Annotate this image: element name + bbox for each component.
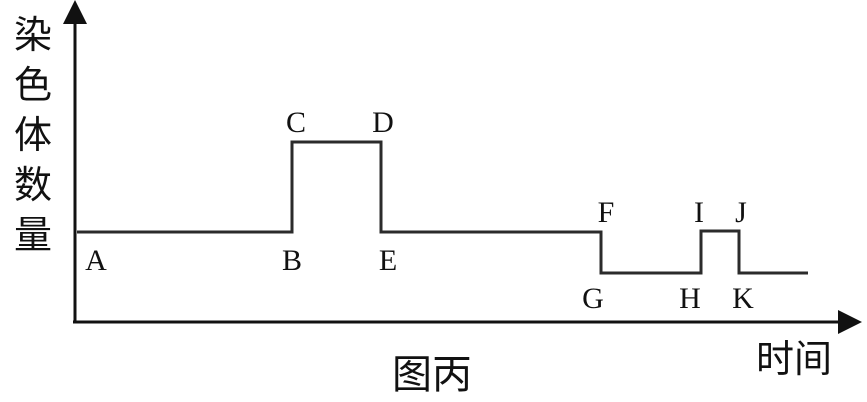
x-axis-label: 时间 bbox=[756, 337, 832, 381]
y-axis-label-char: 体 bbox=[14, 113, 52, 157]
point-label-f: F bbox=[598, 196, 615, 229]
y-axis-label-char: 量 bbox=[14, 213, 52, 257]
y-axis-label-char: 数 bbox=[14, 163, 52, 207]
point-label-d: D bbox=[372, 106, 394, 139]
y-axis-label-char: 染 bbox=[14, 13, 52, 57]
point-label-c: C bbox=[286, 106, 306, 139]
point-label-i: I bbox=[694, 196, 704, 229]
point-label-j: J bbox=[735, 196, 747, 229]
point-label-g: G bbox=[582, 282, 604, 315]
point-label-e: E bbox=[379, 244, 397, 277]
point-label-b: B bbox=[282, 244, 302, 277]
chromosome-step-curve bbox=[77, 140, 808, 275]
figure-caption: 图丙 bbox=[392, 352, 472, 398]
point-label-a: A bbox=[85, 244, 107, 277]
point-label-k: K bbox=[732, 282, 754, 315]
y-axis-label-char: 色 bbox=[14, 63, 52, 107]
point-label-h: H bbox=[679, 282, 701, 315]
